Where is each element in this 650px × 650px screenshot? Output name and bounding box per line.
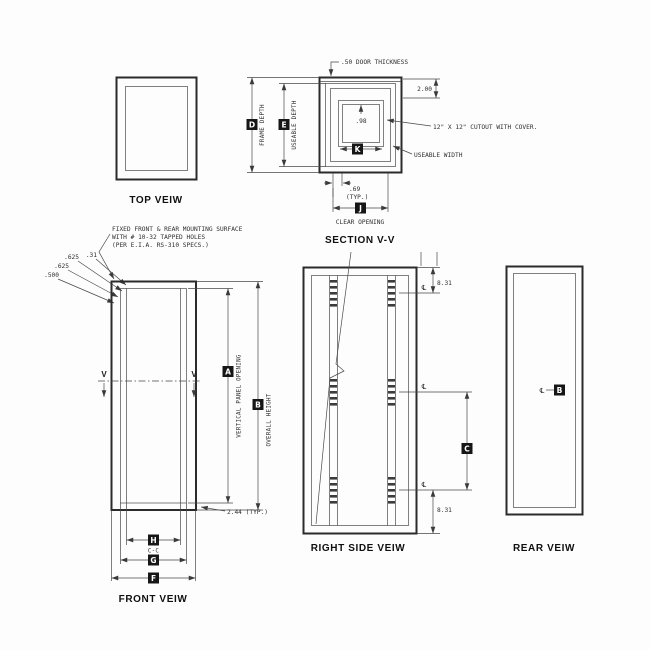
centerline-symbol-rear: ℄ <box>540 387 545 395</box>
dim-69: .69 (TYP.) <box>324 173 368 201</box>
mounting-note-line2: WITH # 10-32 TAPPED HOLES <box>112 234 205 241</box>
letter-c-text: C <box>464 445 470 454</box>
frame-depth-text: FRAME DEPTH <box>260 104 266 146</box>
dim-letter-j: J CLEAR OPENING <box>332 173 389 226</box>
useable-width-text: USEABLE WIDTH <box>414 152 463 159</box>
dim-831-bottom-text: 8.31 <box>437 507 452 514</box>
dim-letter-a: A VERTICAL PANEL OPENING <box>188 288 243 504</box>
rear-view-outer-outline <box>505 265 584 516</box>
cutout-cover-outline <box>342 104 380 143</box>
dim-625b-text: .625 <box>54 263 69 270</box>
hole-spacing-dims: .31 .625 .625 .500 <box>44 252 127 304</box>
useable-width-callout: USEABLE WIDTH <box>392 145 463 159</box>
dim-500-text: .500 <box>44 272 59 279</box>
rear-letter-b-text: B <box>557 386 563 395</box>
cutout-note-text: 12" X 12" CUTOUT WITH COVER. <box>433 124 537 131</box>
letter-h-text: H <box>150 536 156 545</box>
letter-k-text: K <box>355 145 362 154</box>
top-view-title: TOP VEIW <box>129 195 182 206</box>
section-letter-left: V <box>101 370 107 379</box>
centerline-symbol-middle: ℄ <box>422 383 427 391</box>
dim-244-text: 2.44 (TYP.) <box>227 509 268 516</box>
dim-letter-e: E USEABLE DEPTH <box>278 83 326 167</box>
rear-view-title: REAR VEIW <box>513 543 575 554</box>
letter-b-text: B <box>255 401 261 410</box>
dim-2-00-text: 2.00 <box>417 86 432 93</box>
dim-31-text: .31 <box>86 252 97 259</box>
width-dims: H C-C G F <box>111 503 196 584</box>
clear-opening-text: CLEAR OPENING <box>336 219 385 226</box>
letter-f-text: F <box>151 574 156 583</box>
rear-centerline-callout: ℄ B <box>540 384 565 396</box>
dim-69-text: .69 <box>349 186 360 193</box>
break-line <box>315 251 352 525</box>
section-letter-right: V <box>191 370 197 379</box>
right-side-view-title: RIGHT SIDE VEIW <box>311 543 406 554</box>
top-view-inner-outline <box>125 86 188 171</box>
cutout-callout: 12" X 12" CUTOUT WITH COVER. <box>386 118 537 131</box>
section-cut-line: V V <box>98 370 200 397</box>
dim-98: .98 <box>355 105 367 125</box>
mounting-note-line1: FIXED FRONT & REAR MOUNTING SURFACE <box>112 226 243 233</box>
dim-98-text: .98 <box>355 118 366 125</box>
rear-view-inner-outline <box>513 273 576 508</box>
centerline-symbol-top: ℄ <box>422 284 427 292</box>
front-outline <box>110 280 197 511</box>
useable-depth-text: USEABLE DEPTH <box>292 100 298 149</box>
section-outline <box>318 76 403 174</box>
dim-244-callout: 2.44 (TYP.) <box>200 505 268 516</box>
letter-j-text: J <box>358 204 362 213</box>
letter-e-text: E <box>281 121 286 130</box>
section-view: .50 DOOR THICKNESS 2.00 .98 K 12" X 12" … <box>246 59 537 246</box>
overall-height-text: OVERALL HEIGHT <box>267 393 273 446</box>
vertical-panel-opening-text: VERTICAL PANEL OPENING <box>237 354 243 438</box>
dim-831-top: 8.31 <box>417 267 452 293</box>
section-view-title: SECTION V-V <box>325 235 395 246</box>
dim-2-00: 2.00 <box>403 78 440 99</box>
front-view: FIXED FRONT & REAR MOUNTING SURFACE WITH… <box>44 226 272 605</box>
dim-625a-text: .625 <box>64 254 79 261</box>
letter-d-text: D <box>249 121 255 130</box>
door-thickness-text: .50 DOOR THICKNESS <box>341 59 408 66</box>
mounting-note-line3: (PER E.I.A. RS-310 SPECS.) <box>112 242 209 249</box>
dim-69-typ-text: (TYP.) <box>346 194 368 201</box>
mounting-holes <box>330 280 395 504</box>
front-view-title: FRONT VEIW <box>119 594 188 605</box>
rear-view: ℄ B REAR VEIW <box>505 265 584 554</box>
dim-letter-k: K <box>340 143 382 155</box>
door-thickness-callout: .50 DOOR THICKNESS <box>328 59 408 76</box>
right-side-view: ℄ ℄ ℄ 8.31 8.31 C RIGHT SIDE VEIW <box>302 251 473 554</box>
dim-letter-b: B OVERALL HEIGHT <box>197 281 273 511</box>
dim-letter-d: D FRAME DEPTH <box>246 77 319 173</box>
dim-letter-c: C <box>461 392 473 490</box>
centerline-symbol-bottom: ℄ <box>422 481 427 489</box>
dim-831-top-text: 8.31 <box>437 280 452 287</box>
letter-g-text: G <box>150 556 156 565</box>
letter-a-text: A <box>225 368 231 377</box>
dim-831-bottom: 8.31 <box>417 490 452 534</box>
right-side-outline <box>302 252 438 535</box>
c-to-c-text: C-C <box>148 549 160 555</box>
top-view: TOP VEIW <box>115 76 198 206</box>
hole-centerlines: ℄ ℄ ℄ <box>399 284 472 491</box>
top-view-outer-outline <box>115 76 198 181</box>
mounting-note: FIXED FRONT & REAR MOUNTING SURFACE WITH… <box>98 226 243 280</box>
